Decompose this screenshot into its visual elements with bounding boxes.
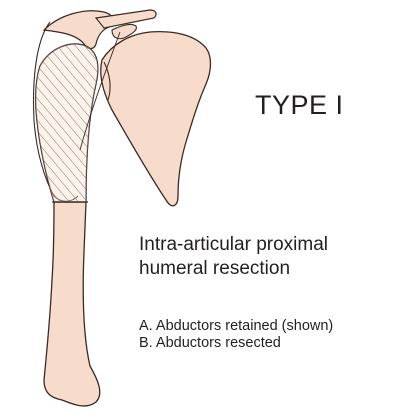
scapula (101, 32, 211, 206)
resection-description: Intra-articular proximal humeral resecti… (139, 233, 328, 281)
description-line-2: humeral resection (139, 257, 328, 281)
option-a: A. Abductors retained (shown) (139, 318, 333, 335)
humerus-shaft (44, 202, 100, 406)
option-b: B. Abductors resected (139, 335, 333, 352)
type-title: TYPE I (255, 92, 344, 119)
options-list: A. Abductors retained (shown) B. Abducto… (139, 318, 333, 352)
description-line-1: Intra-articular proximal (139, 233, 328, 257)
